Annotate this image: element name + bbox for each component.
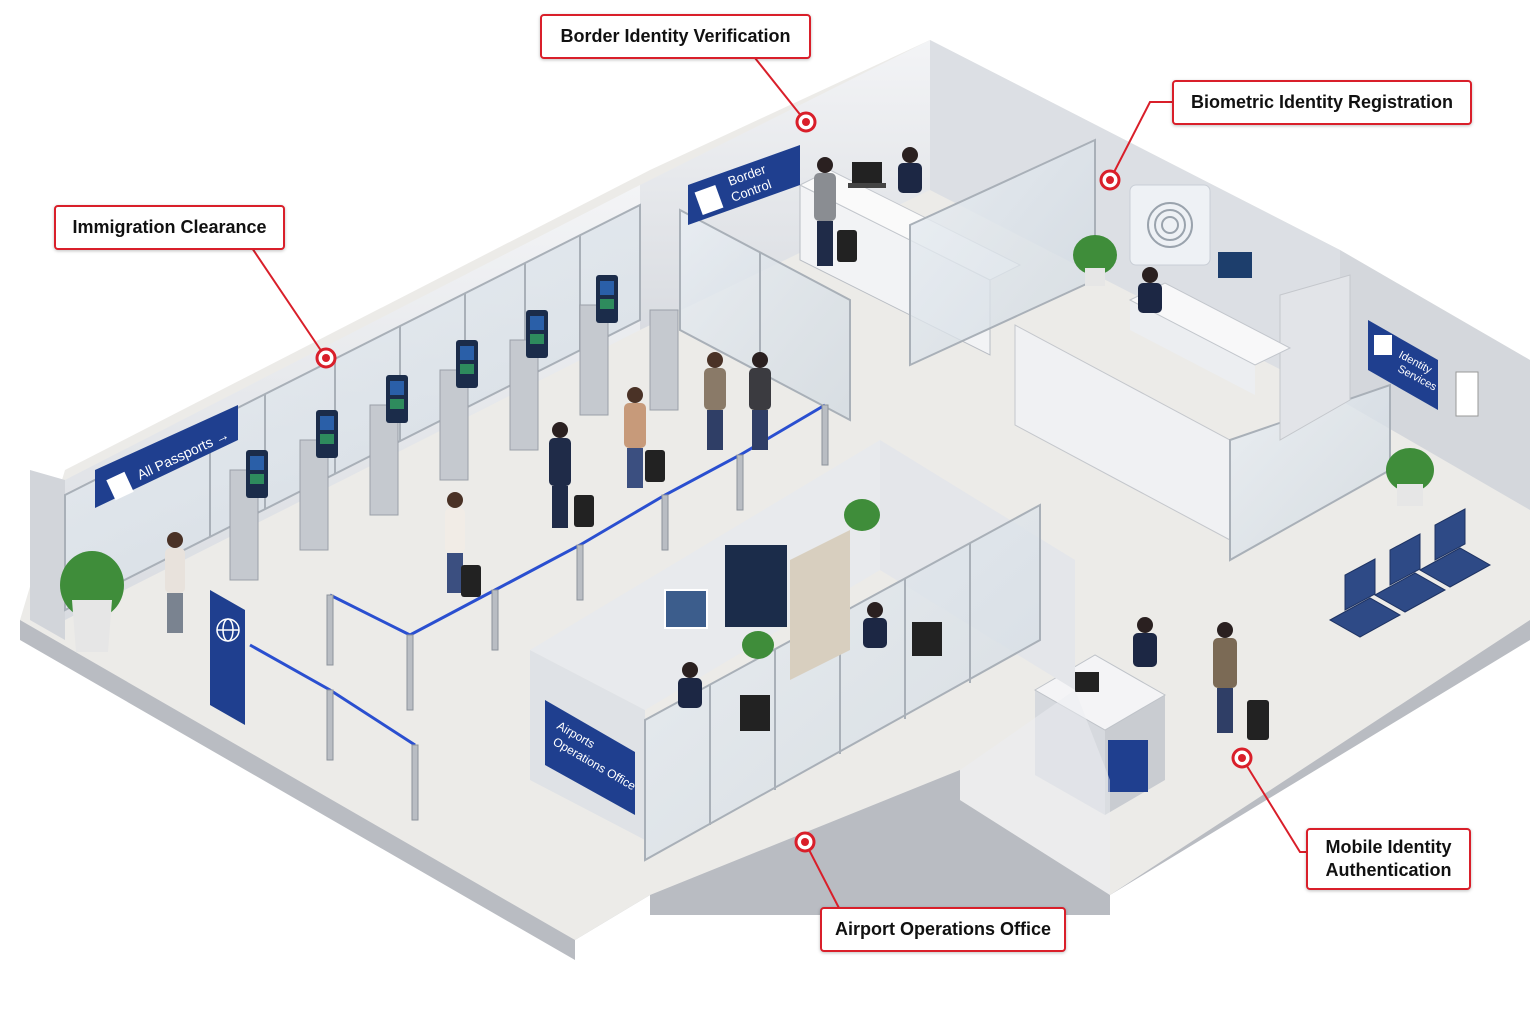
egates-row [229,275,679,581]
marker-dots [315,111,1253,853]
travellers [165,157,1269,740]
globe-stand-sign [210,590,245,725]
leader-lines [251,57,1306,911]
waiting-seats [1328,448,1492,638]
callout-immigration-clearance: Immigration Clearance [54,205,285,250]
callout-border-identity-verification: Border Identity Verification [540,14,811,59]
callout-mobile-identity-authentication: Mobile Identity Authentication [1306,828,1471,890]
callout-text: Biometric Identity Registration [1190,92,1454,112]
callout-biometric-identity-registration: Biometric Identity Registration [1172,80,1472,125]
fingerprint-icon [1147,202,1193,248]
plant-icon [1386,448,1434,506]
person-icon [106,471,134,501]
person-icon [694,184,724,216]
callout-text: Airport Operations Office [834,919,1052,939]
sign-identity-services: Identity Services [1368,320,1479,417]
callout-airport-operations-office: Airport Operations Office [820,907,1066,952]
callout-text: Immigration Clearance [72,217,267,237]
plant-icon [742,631,774,659]
plant-icon [1073,235,1117,286]
callout-text: Border Identity Verification [560,26,791,46]
plant-icon [60,551,124,652]
callout-text-line2: Authentication [1325,860,1452,880]
operations-office [530,440,1110,895]
biometric-room [909,138,1391,562]
officers [898,147,1162,667]
queue-barriers [249,403,829,821]
plant-icon [844,499,880,531]
callout-text-line1: Mobile Identity [1325,837,1452,857]
globe-icon [216,618,240,642]
person-icon [1374,335,1392,355]
